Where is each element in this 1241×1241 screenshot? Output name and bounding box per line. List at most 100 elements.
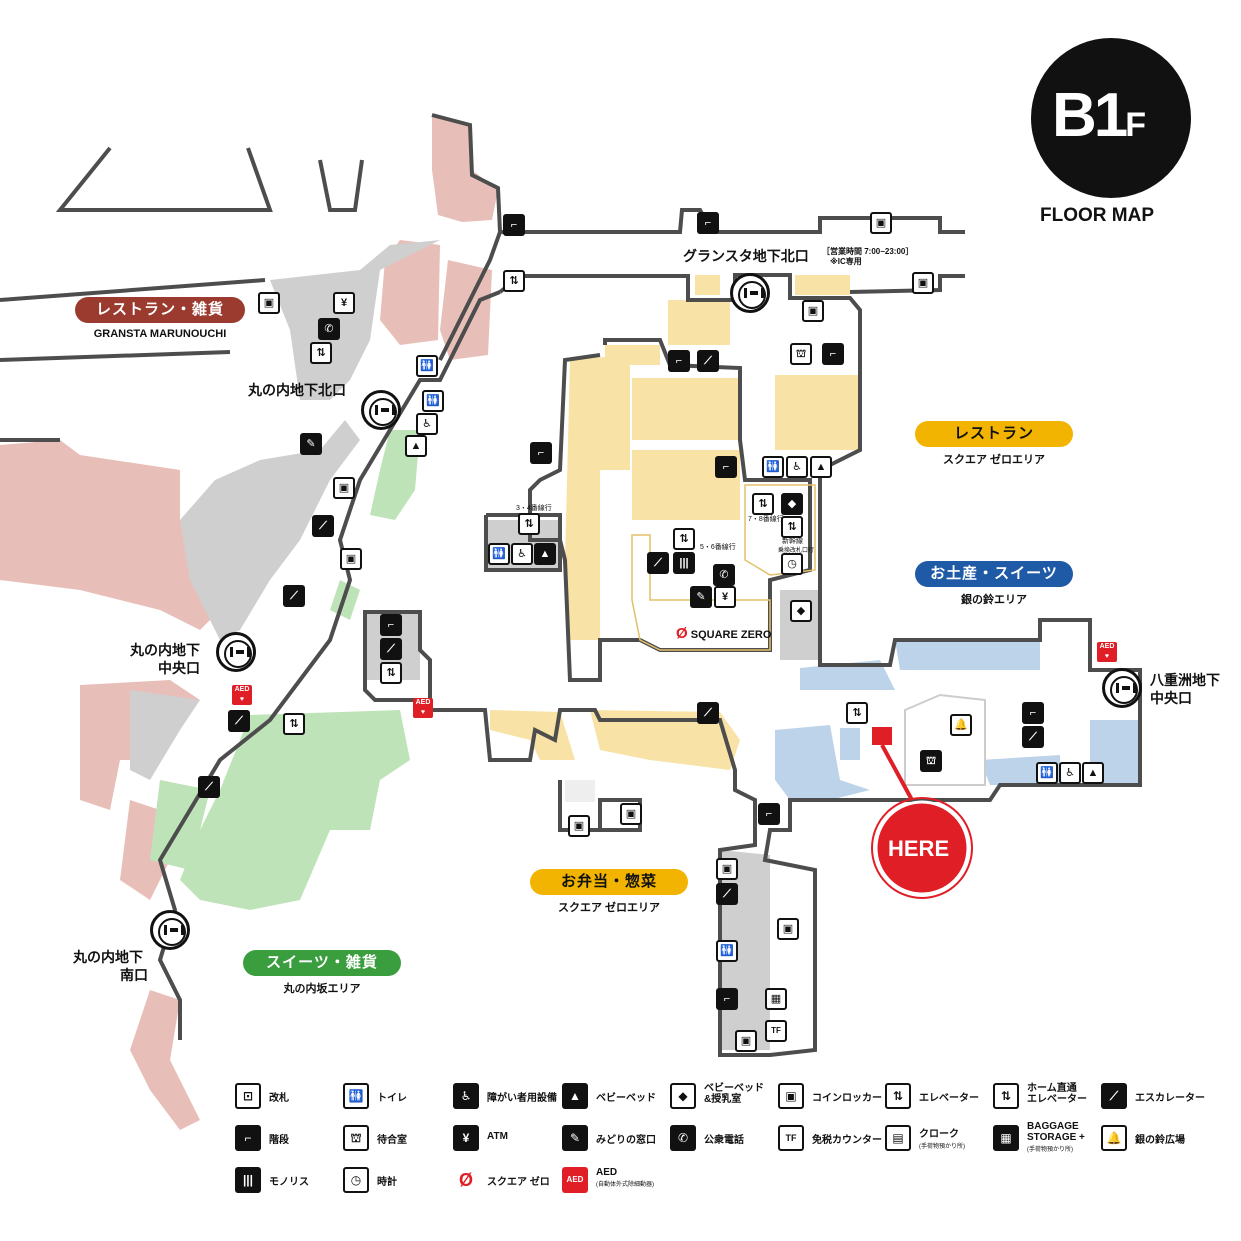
coin-locker-icon[interactable]: ▣ — [735, 1030, 757, 1052]
legend-label: トイレ — [377, 1093, 407, 1104]
gate-marunouchi-north[interactable] — [361, 390, 401, 430]
baby-bed-icon[interactable]: ▲ — [405, 435, 427, 457]
ticket-office-icon[interactable]: ✎ — [690, 586, 712, 608]
atm-icon[interactable]: ¥ — [333, 292, 355, 314]
waiting-room-icon[interactable]: ⛫ — [790, 343, 812, 365]
shinkansen2-label: 乗換改札口行 — [778, 548, 815, 554]
area-pill-souvenir[interactable]: お土産・スイーツ — [915, 561, 1073, 587]
coin-locker-icon[interactable]: ▣ — [802, 300, 824, 322]
accessible-icon[interactable]: ♿ — [786, 456, 808, 478]
aed-icon[interactable]: AED♥ — [413, 698, 433, 718]
escalator-icon[interactable]: ⟋ — [283, 585, 305, 607]
stairs-icon[interactable]: ⌐ — [716, 988, 738, 1010]
accessible-icon[interactable]: ♿ — [1059, 762, 1081, 784]
stairs-icon[interactable]: ⌐ — [668, 350, 690, 372]
atm-icon[interactable]: ¥ — [714, 586, 736, 608]
toilet-icon[interactable]: 🚻 — [762, 456, 784, 478]
elevator-icon[interactable]: ⇅ — [380, 662, 402, 684]
area-sub-bento: スクエア ゼロエリア — [557, 902, 661, 914]
platform-elevator-icon[interactable]: ⇅ — [752, 493, 774, 515]
aed-icon[interactable]: AED♥ — [232, 685, 252, 705]
area-pill-restaurant-goods[interactable]: レストラン・雑貨 — [75, 297, 245, 323]
area-pill-restaurant[interactable]: レストラン — [915, 421, 1073, 447]
silver-bell-icon[interactable]: 🔔 — [950, 714, 972, 736]
legend-label: ATM — [487, 1131, 508, 1142]
stairs-icon[interactable]: ⌐ — [822, 343, 844, 365]
gate-marunouchi-central[interactable] — [216, 632, 256, 672]
baby-bed-icon[interactable]: ▲ — [1082, 762, 1104, 784]
stairs-icon[interactable]: ⌐ — [715, 456, 737, 478]
gate-hours: ［営業時間 7:00−23:00］ — [822, 247, 914, 256]
legend-label: クローク — [919, 1129, 959, 1140]
stairs-icon[interactable]: ⌐ — [697, 212, 719, 234]
escalator-icon[interactable]: ⟋ — [198, 776, 220, 798]
coin-locker-icon[interactable]: ▣ — [716, 858, 738, 880]
toilet-icon[interactable]: 🚻 — [716, 940, 738, 962]
area-pill-bento[interactable]: お弁当・惣菜 — [530, 869, 688, 895]
coin-locker-icon[interactable]: ▣ — [340, 548, 362, 570]
platform-elevator-icon[interactable]: ⇅ — [518, 513, 540, 535]
escalator-icon[interactable]: ⟋ — [697, 702, 719, 724]
tax-free-icon[interactable]: TF — [765, 1020, 787, 1042]
gate-yaesu-central[interactable] — [1102, 668, 1142, 708]
platform-elevator-icon[interactable]: ⇅ — [673, 528, 695, 550]
coin-locker-icon[interactable]: ▣ — [258, 292, 280, 314]
stairs-icon[interactable]: ⌐ — [1022, 702, 1044, 724]
legend-label: ベビーベッド — [596, 1093, 656, 1104]
legend-label: エレベーター — [919, 1093, 979, 1104]
escalator-icon[interactable]: ⟋ — [716, 883, 738, 905]
phone-icon[interactable]: ✆ — [713, 564, 735, 586]
baby-room-icon: ◆ — [670, 1083, 696, 1109]
elevator-icon[interactable]: ⇅ — [503, 270, 525, 292]
ticket-office-icon[interactable]: ✎ — [300, 433, 322, 455]
baby-room-icon[interactable]: ◆ — [790, 600, 812, 622]
escalator-icon[interactable]: ⟋ — [312, 515, 334, 537]
platform-elevator-icon[interactable]: ⇅ — [781, 516, 803, 538]
gate-label-yaesu-central-1: 八重洲地下 — [1150, 672, 1220, 688]
elevator-icon[interactable]: ⇅ — [310, 342, 332, 364]
monolith-icon[interactable]: ||| — [673, 552, 695, 574]
clock-icon[interactable]: ◷ — [781, 553, 803, 575]
accessible-icon[interactable]: ♿ — [416, 413, 438, 435]
coin-locker-icon[interactable]: ▣ — [333, 477, 355, 499]
coin-locker-icon[interactable]: ▣ — [620, 803, 642, 825]
gate-marunouchi-south[interactable] — [150, 910, 190, 950]
coin-locker-icon[interactable]: ▣ — [777, 918, 799, 940]
stairs-icon[interactable]: ⌐ — [530, 442, 552, 464]
square-zero-logo: Ø SQUARE ZERO — [676, 625, 771, 642]
stairs-icon[interactable]: ⌐ — [758, 803, 780, 825]
phone-icon[interactable]: ✆ — [318, 318, 340, 340]
elevator-icon[interactable]: ⇅ — [283, 713, 305, 735]
track-78-label: 7・8番線行 — [748, 516, 784, 523]
elevator-icon[interactable]: ⇅ — [846, 702, 868, 724]
stairs-icon[interactable]: ⌐ — [503, 214, 525, 236]
atm-icon: ¥ — [453, 1125, 479, 1151]
aed-icon[interactable]: AED♥ — [1097, 642, 1117, 662]
track-56-label: 5・6番線行 — [700, 544, 736, 551]
waiting-room-icon[interactable]: ⛫ — [920, 750, 942, 772]
escalator-icon[interactable]: ⟋ — [380, 638, 402, 660]
accessible-toilet-icon: ♿ — [453, 1083, 479, 1109]
coin-locker-icon[interactable]: ▣ — [568, 815, 590, 837]
escalator-icon[interactable]: ⟋ — [697, 350, 719, 372]
escalator-icon[interactable]: ⟋ — [228, 710, 250, 732]
toilet-icon[interactable]: 🚻 — [488, 543, 510, 565]
accessible-icon[interactable]: ♿ — [511, 543, 533, 565]
baby-room-icon[interactable]: ◆ — [781, 493, 803, 515]
baggage-storage-icon[interactable]: ▦ — [765, 988, 787, 1010]
toilet-icon[interactable]: 🚻 — [422, 390, 444, 412]
legend-label: 公衆電話 — [704, 1135, 744, 1146]
area-pill-sweets-goods[interactable]: スイーツ・雑貨 — [243, 950, 401, 976]
baby-bed-icon[interactable]: ▲ — [534, 543, 556, 565]
toilet-icon[interactable]: 🚻 — [416, 355, 438, 377]
coin-locker-icon[interactable]: ▣ — [912, 272, 934, 294]
monolith-icon: ||| — [235, 1167, 261, 1193]
coin-locker-icon[interactable]: ▣ — [870, 212, 892, 234]
escalator-icon[interactable]: ⟋ — [647, 552, 669, 574]
gate-gransta-north[interactable] — [730, 273, 770, 313]
stairs-icon[interactable]: ⌐ — [380, 614, 402, 636]
escalator-icon[interactable]: ⟋ — [1022, 726, 1044, 748]
legend-label: AED — [596, 1167, 618, 1178]
baby-bed-icon[interactable]: ▲ — [810, 456, 832, 478]
toilet-icon[interactable]: 🚻 — [1036, 762, 1058, 784]
